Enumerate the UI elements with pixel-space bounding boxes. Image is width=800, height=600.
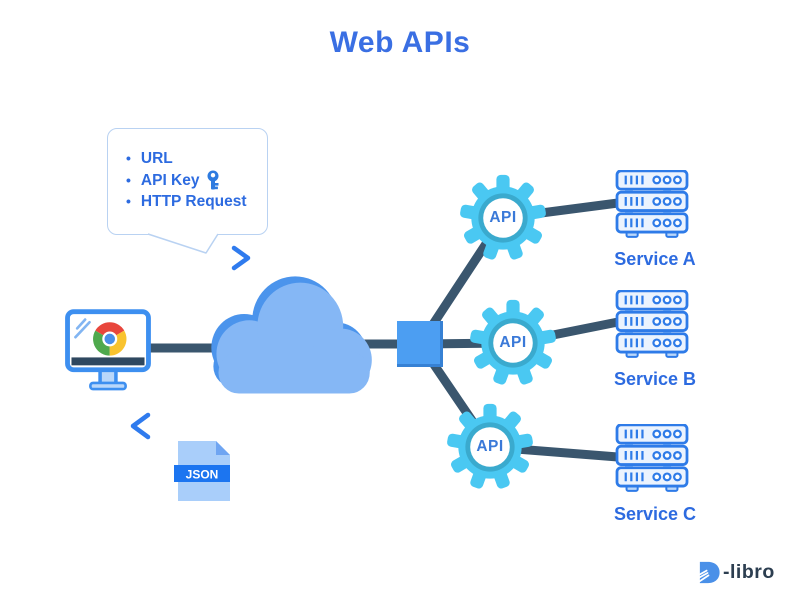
logo-d-mark	[698, 561, 720, 584]
key-icon	[207, 170, 218, 190]
chrome-logo	[93, 322, 127, 356]
json-file-icon: JSON	[174, 441, 230, 501]
callout-tail	[147, 233, 219, 254]
api-label: API	[476, 438, 504, 455]
server-icon-c	[612, 424, 692, 494]
list-item: API Key	[122, 170, 259, 192]
router-node	[397, 321, 443, 367]
server-icon-b	[612, 290, 692, 360]
api-label: API	[499, 334, 527, 351]
brand-logo: -libro	[697, 560, 775, 585]
api-label: API	[489, 209, 517, 226]
service-a-label: Service A	[614, 249, 696, 269]
list-item: URL	[122, 148, 259, 170]
request-params-list: URL API Key HTTP Request	[122, 148, 259, 213]
response-arrow	[130, 412, 312, 440]
api-gateway-3: API	[446, 403, 534, 491]
cloud-icon	[211, 276, 372, 394]
json-label: JSON	[186, 468, 219, 482]
page-title: Web APIs	[329, 26, 471, 59]
api-gateway-2: API	[469, 299, 557, 387]
service-c-label: Service C	[613, 504, 697, 524]
request-arrow	[122, 245, 251, 271]
list-item: HTTP Request	[122, 191, 259, 213]
api-gateway-1: API	[459, 174, 547, 262]
browser-monitor-icon	[65, 309, 151, 391]
request-callout: URL API Key HTTP Request	[107, 128, 268, 235]
service-b-label: Service B	[613, 369, 697, 389]
screen-shine	[74, 318, 91, 339]
logo-text: -libro	[723, 561, 775, 583]
server-icon-a	[612, 170, 692, 240]
